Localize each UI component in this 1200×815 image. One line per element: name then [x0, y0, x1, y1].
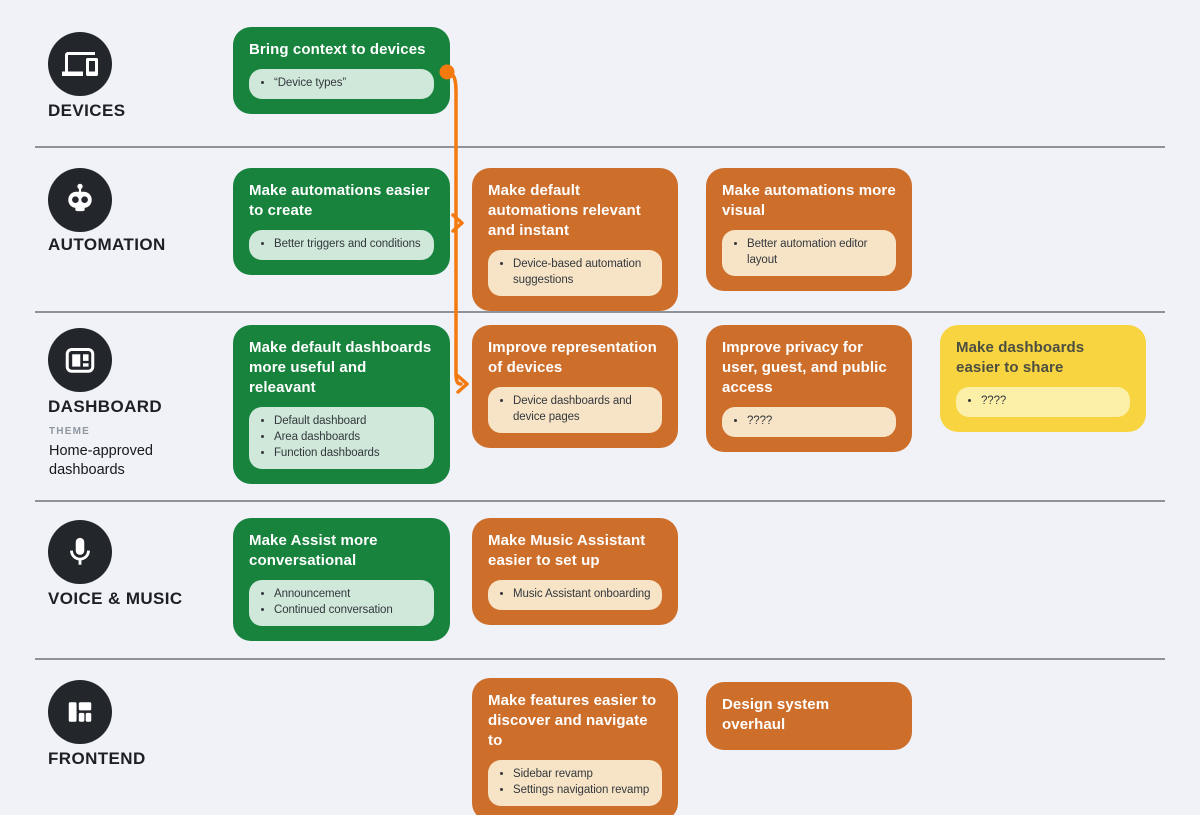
card-item: ???? [747, 414, 886, 430]
roadmap-card: Make Assist more conversationalAnnouncem… [233, 518, 450, 641]
roadmap-card: Make default automations relevant and in… [472, 168, 678, 311]
card-item: Better triggers and conditions [274, 237, 424, 253]
category-label-dashboard: DASHBOARD [48, 397, 163, 416]
category-label-frontend: FRONTEND [48, 749, 146, 768]
card-items-pill: AnnouncementContinued conversation [249, 580, 434, 626]
card-title: Improve privacy for user, guest, and pub… [722, 339, 887, 397]
roadmap-card: Bring context to devices “Device types” [233, 27, 450, 114]
connector-end-arrowhead [456, 374, 469, 394]
card-item: Device dashboards and device pages [513, 394, 652, 426]
card-item: Default dashboard [274, 414, 424, 430]
roadmap-card: Improve representation of devicesDevice … [472, 325, 678, 448]
roadmap-card: Design system overhaul [706, 682, 912, 751]
card-title: Bring context to devices [249, 41, 426, 58]
microphone-icon [48, 520, 112, 584]
layout-icon [48, 680, 112, 744]
card-title: Make features easier to discover and nav… [488, 692, 657, 750]
card-item: Announcement [274, 587, 424, 603]
card-items-pill: Better automation editor layout [722, 230, 896, 276]
category-label-automation: AUTOMATION [48, 235, 166, 254]
card-title: Improve representation of devices [488, 339, 657, 377]
connector-branch-arrowhead [451, 213, 464, 233]
card-item: Sidebar revamp [513, 767, 652, 783]
theme-name: Home-approved dashboards [49, 443, 153, 479]
roadmap-card: Make dashboards easier to share???? [940, 325, 1146, 433]
card-items-pill: Default dashboardArea dashboardsFunction… [249, 407, 434, 469]
card-items-pill: ???? [956, 387, 1130, 418]
roadmap-card: Make default dashboards more useful and … [233, 325, 450, 484]
card-items-pill: Device dashboards and device pages [488, 387, 662, 433]
roadmap-card: Make automations easier to createBetter … [233, 168, 450, 276]
card-title: Design system overhaul [722, 696, 830, 734]
card-item: Area dashboards [274, 430, 424, 446]
row-divider [35, 146, 1165, 148]
roadmap-card: Make automations more visualBetter autom… [706, 168, 912, 291]
card-item: Continued conversation [274, 603, 424, 619]
card-title: Make dashboards easier to share [956, 339, 1085, 377]
card-item: “Device types” [274, 76, 424, 92]
card-items-pill: ???? [722, 407, 896, 438]
card-items-pill: Sidebar revampSettings navigation revamp [488, 760, 662, 806]
card-title: Make automations more visual [722, 182, 896, 220]
card-title: Make default dashboards more useful and … [249, 339, 432, 397]
card-items-pill: “Device types” [249, 69, 434, 99]
roadmap-card: Make Music Assistant easier to set up Mus… [472, 518, 678, 626]
roadmap-card: Improve privacy for user, guest, and pub… [706, 325, 912, 453]
card-items-pill: Music Assistant onboarding [488, 580, 662, 611]
devices-icon [48, 32, 112, 96]
dashboard-icon [48, 328, 112, 392]
card-item: Better automation editor layout [747, 237, 886, 269]
card-item: ???? [981, 394, 1120, 410]
card-item: Music Assistant onboarding [513, 587, 652, 603]
card-item: Device-based automation suggestions [513, 257, 652, 289]
card-title: Make automations easier to create [249, 182, 430, 220]
theme-caption: THEME [49, 426, 90, 437]
roadmap-card: Make features easier to discover and nav… [472, 678, 678, 815]
row-divider [35, 658, 1165, 660]
row-divider [35, 500, 1165, 502]
card-item: Function dashboards [274, 446, 424, 462]
robot-icon [48, 168, 112, 232]
card-items-pill: Device-based automation suggestions [488, 250, 662, 296]
card-title: Make Assist more conversational [249, 532, 378, 570]
card-title: Make Music Assistant easier to set up [488, 532, 646, 570]
category-label-voice-music: VOICE & MUSIC [48, 589, 183, 608]
card-items-pill: Better triggers and conditions [249, 230, 434, 261]
card-title: Make default automations relevant and in… [488, 182, 641, 240]
category-label-devices: DEVICES [48, 101, 126, 120]
card-item: Settings navigation revamp [513, 783, 652, 799]
row-divider [35, 311, 1165, 313]
